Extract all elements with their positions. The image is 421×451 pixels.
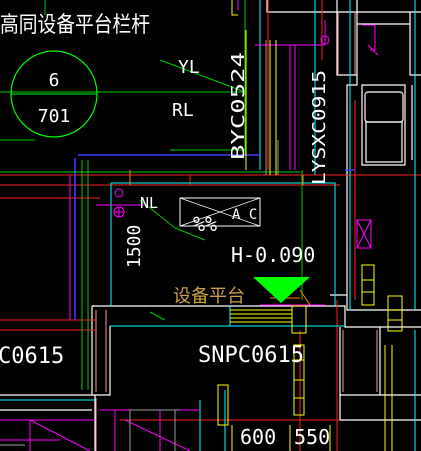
window-label-left: C0615 xyxy=(0,344,64,369)
blue-lines xyxy=(74,154,355,320)
dimension-600: 600 xyxy=(240,425,276,449)
window-label-lysxc: LYSXC0915 xyxy=(309,70,330,185)
callout-sheet: 701 xyxy=(38,106,71,127)
window-label-byc: BYC0524 xyxy=(228,52,249,160)
dimension-1500: 1500 xyxy=(124,225,145,268)
green-triangle-icon xyxy=(253,277,310,303)
detail-callout-icon: 6 701 xyxy=(10,50,98,138)
yellow-railing xyxy=(217,0,403,451)
magenta-lines xyxy=(0,0,379,451)
label-nl: NL xyxy=(140,194,158,212)
ac-unit-symbol-icon xyxy=(179,197,261,227)
callout-number: 6 xyxy=(49,70,60,91)
wall-hatch xyxy=(95,12,378,451)
gray-lines xyxy=(0,40,279,451)
drawing-title-fragment: 高同设备平台栏杆 xyxy=(0,13,150,38)
label-yl: YL xyxy=(178,57,200,78)
green-lines xyxy=(0,0,303,390)
ac-label: A C xyxy=(232,207,257,223)
dimension-550: 550 xyxy=(294,425,330,449)
label-rl: RL xyxy=(172,100,194,121)
window-label-snpc: SNPC0615 xyxy=(198,343,304,368)
platform-label: 设备平台 xyxy=(173,286,245,307)
elevation-label: H-0.090 xyxy=(231,243,315,267)
ac-percent: %% xyxy=(193,212,217,236)
